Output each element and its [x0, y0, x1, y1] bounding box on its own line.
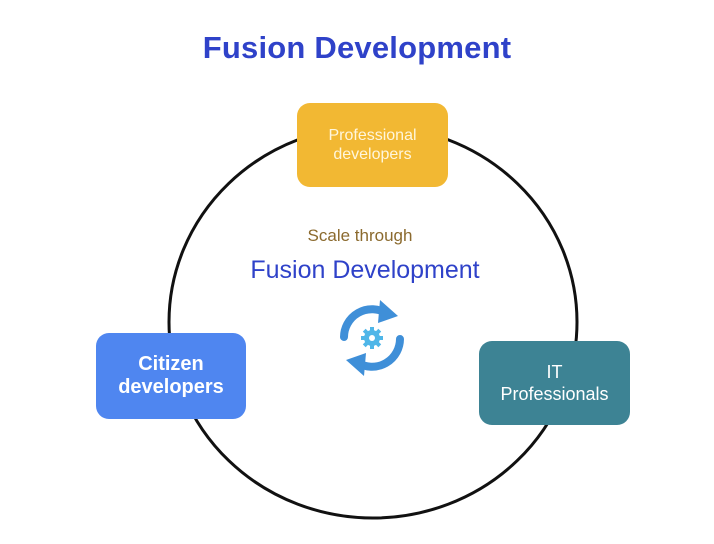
- node-it-professionals: IT Professionals: [479, 341, 630, 425]
- node-professional-label: Professional developers: [328, 127, 417, 163]
- node-citizen-developers: Citizen developers: [96, 333, 246, 419]
- center-title: Fusion Development: [250, 256, 480, 284]
- node-citizen-label: Citizen developers: [118, 353, 224, 398]
- gear-icon: [361, 327, 383, 349]
- diagram-title: Fusion Development: [202, 30, 512, 65]
- refresh-cycle-icon: [340, 300, 404, 376]
- center-subtitle: Scale through: [307, 226, 413, 245]
- node-professional-developers: Professional developers: [297, 103, 448, 187]
- node-it-label: IT Professionals: [500, 362, 609, 404]
